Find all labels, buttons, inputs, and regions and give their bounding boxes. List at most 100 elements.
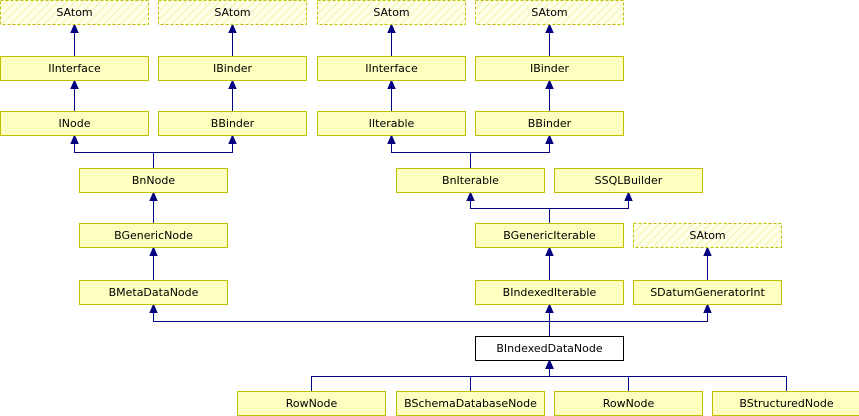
node-label: SAtom bbox=[689, 229, 725, 242]
node-label: BBinder bbox=[528, 117, 572, 130]
node-box bbox=[158, 0, 307, 25]
arrowhead-icon bbox=[149, 303, 158, 313]
node-ibinder_2[interactable]: IBinder bbox=[475, 56, 624, 81]
node-box bbox=[79, 168, 228, 193]
node-label: SAtom bbox=[531, 6, 567, 19]
node-label: IIterable bbox=[369, 117, 415, 130]
node-box bbox=[554, 168, 703, 193]
node-label: IInterface bbox=[48, 62, 101, 75]
edge-iinterface_2-to-satom_3 bbox=[387, 23, 396, 57]
node-box bbox=[633, 280, 782, 305]
arrowhead-icon bbox=[228, 79, 237, 89]
node-bindexediterable[interactable]: BIndexedIterable bbox=[475, 280, 624, 305]
node-box bbox=[317, 56, 466, 81]
edge-bgenericiterable-to-ssqlbuilder bbox=[549, 191, 633, 224]
node-label: IBinder bbox=[530, 62, 570, 75]
edge-ibinder_2-to-satom_4 bbox=[545, 23, 554, 57]
arrowhead-icon bbox=[70, 23, 79, 33]
node-label: BMetaDataNode bbox=[109, 286, 199, 299]
node-label: SDatumGeneratorInt bbox=[650, 286, 765, 299]
edge-bniterable-to-iiterable bbox=[387, 134, 471, 169]
node-box bbox=[475, 56, 624, 81]
edge-iiterable-to-iinterface_2 bbox=[387, 79, 396, 112]
edges-layer bbox=[70, 23, 787, 392]
node-label: BIndexedDataNode bbox=[496, 342, 602, 355]
node-box bbox=[475, 223, 624, 248]
node-label: BnNode bbox=[132, 174, 175, 187]
edge-bschemadatabasenode-to-bindexeddatanode bbox=[470, 359, 554, 392]
node-bschemadatabasenode[interactable]: BSchemaDatabaseNode bbox=[396, 391, 545, 416]
node-bgenericnode[interactable]: BGenericNode bbox=[79, 223, 228, 248]
arrowhead-icon bbox=[703, 303, 712, 313]
node-bgenericiterable[interactable]: BGenericIterable bbox=[475, 223, 624, 248]
node-box bbox=[158, 56, 307, 81]
arrowhead-icon bbox=[545, 134, 554, 144]
edge-bnnode-to-inode bbox=[70, 134, 154, 169]
arrowhead-icon bbox=[624, 191, 633, 201]
node-satom_5[interactable]: SAtom bbox=[633, 223, 782, 248]
node-label: SAtom bbox=[56, 6, 92, 19]
node-box bbox=[475, 0, 624, 25]
arrowhead-icon bbox=[545, 303, 554, 313]
node-iinterface_2[interactable]: IInterface bbox=[317, 56, 466, 81]
node-box bbox=[396, 168, 545, 193]
node-bbinder_1[interactable]: BBinder bbox=[158, 111, 307, 136]
node-sdatumgeneratorint[interactable]: SDatumGeneratorInt bbox=[633, 280, 782, 305]
node-ssqlbuilder[interactable]: SSQLBuilder bbox=[554, 168, 703, 193]
node-iiterable[interactable]: IIterable bbox=[317, 111, 466, 136]
node-inode[interactable]: INode bbox=[0, 111, 149, 136]
arrowhead-icon bbox=[387, 134, 396, 144]
node-satom_2[interactable]: SAtom bbox=[158, 0, 307, 25]
node-label: RowNode bbox=[286, 397, 338, 410]
arrowhead-icon bbox=[228, 134, 237, 144]
node-bniterable[interactable]: BnIterable bbox=[396, 168, 545, 193]
edge-bnnode-to-bbinder_1 bbox=[153, 134, 237, 169]
edge-bstructurednode-to-bindexeddatanode bbox=[545, 359, 787, 392]
node-bstructurednode[interactable]: BStructuredNode bbox=[712, 391, 859, 416]
node-label: BBinder bbox=[211, 117, 255, 130]
node-bmetadatanode[interactable]: BMetaDataNode bbox=[79, 280, 228, 305]
arrowhead-icon bbox=[149, 246, 158, 256]
node-label: SSQLBuilder bbox=[595, 174, 663, 187]
edge-bindexeddatanode-to-sdatumgeneratorint bbox=[549, 303, 712, 337]
arrowhead-icon bbox=[70, 134, 79, 144]
edge-bgenericnode-to-bnnode bbox=[149, 191, 158, 224]
node-label: SAtom bbox=[214, 6, 250, 19]
edge-ibinder_1-to-satom_2 bbox=[228, 23, 237, 57]
arrowhead-icon bbox=[545, 23, 554, 33]
node-box bbox=[633, 223, 782, 248]
arrowhead-icon bbox=[387, 79, 396, 89]
node-label: RowNode bbox=[603, 397, 655, 410]
node-bnnode[interactable]: BnNode bbox=[79, 168, 228, 193]
node-iinterface_1[interactable]: IInterface bbox=[0, 56, 149, 81]
node-label: BIndexedIterable bbox=[503, 286, 597, 299]
edge-inode-to-iinterface_1 bbox=[70, 79, 79, 112]
edge-bindexeddatanode-to-bmetadatanode bbox=[149, 303, 550, 337]
node-rownode_2[interactable]: RowNode bbox=[554, 391, 703, 416]
arrowhead-icon bbox=[228, 23, 237, 33]
edge-bmetadatanode-to-bgenericnode bbox=[149, 246, 158, 281]
node-label: INode bbox=[59, 117, 91, 130]
node-satom_1[interactable]: SAtom bbox=[0, 0, 149, 25]
node-box bbox=[0, 56, 149, 81]
node-box bbox=[0, 0, 149, 25]
arrowhead-icon bbox=[149, 191, 158, 201]
edge-sdatumgeneratorint-to-satom_5 bbox=[703, 246, 712, 281]
node-label: BStructuredNode bbox=[739, 397, 833, 410]
node-label: BGenericNode bbox=[114, 229, 193, 242]
node-bindexeddatanode[interactable]: BIndexedDataNode bbox=[475, 336, 624, 361]
node-box bbox=[317, 111, 466, 136]
node-box bbox=[317, 0, 466, 25]
edge-bindexediterable-to-bgenericiterable bbox=[545, 246, 554, 281]
node-satom_4[interactable]: SAtom bbox=[475, 0, 624, 25]
node-ibinder_1[interactable]: IBinder bbox=[158, 56, 307, 81]
node-rownode_1[interactable]: RowNode bbox=[237, 391, 386, 416]
node-box bbox=[158, 111, 307, 136]
node-box bbox=[0, 111, 149, 136]
node-satom_3[interactable]: SAtom bbox=[317, 0, 466, 25]
node-bbinder_2[interactable]: BBinder bbox=[475, 111, 624, 136]
node-label: IInterface bbox=[365, 62, 418, 75]
node-box bbox=[396, 391, 545, 416]
